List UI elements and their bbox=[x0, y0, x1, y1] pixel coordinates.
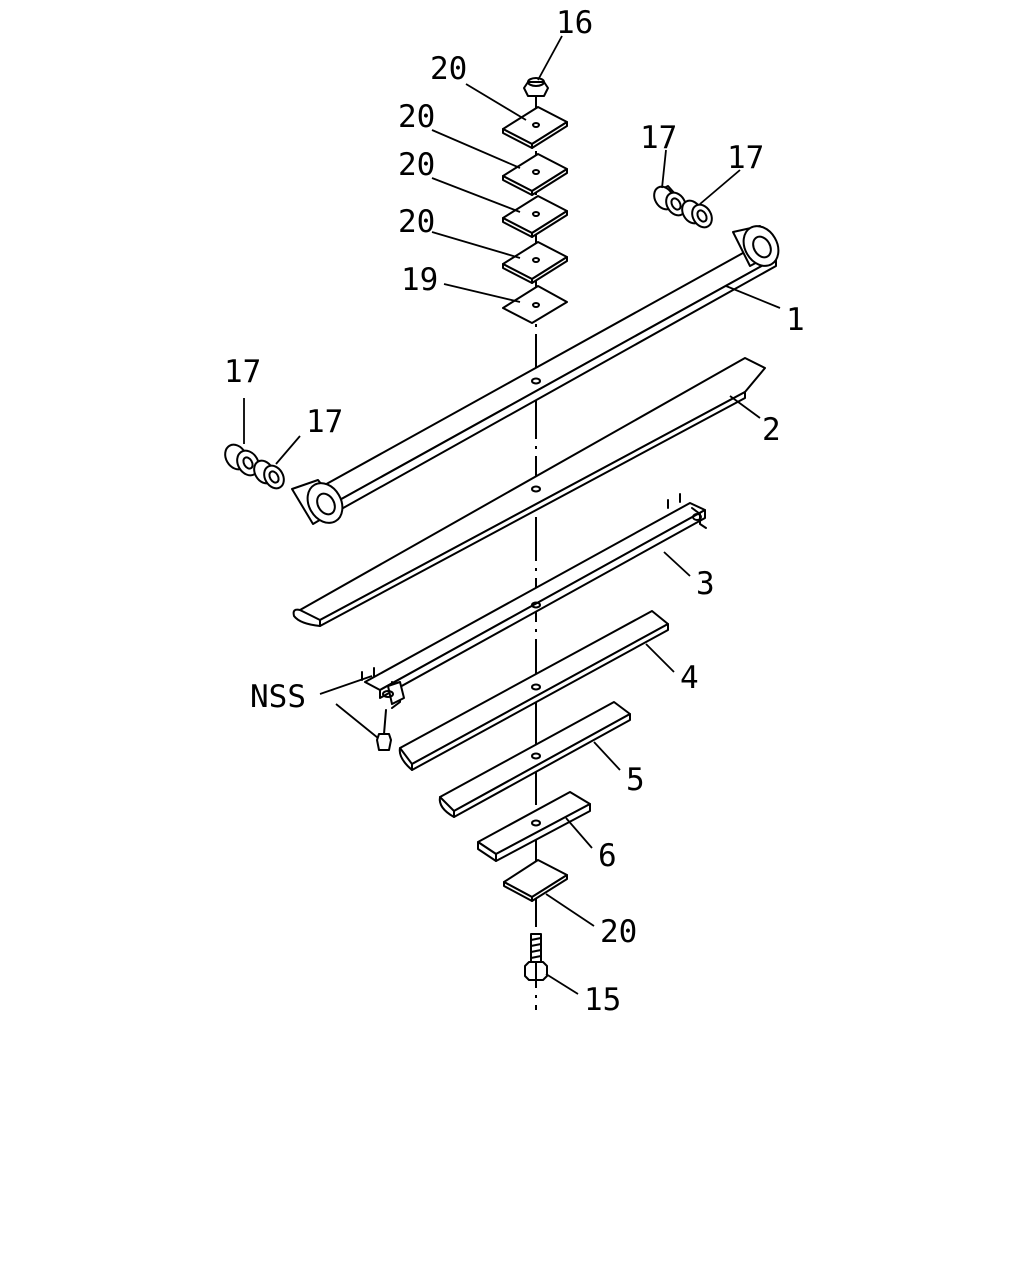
callout-6: 6 bbox=[598, 838, 617, 874]
part-20-washer-1 bbox=[502, 106, 568, 149]
callout-20: 20 bbox=[430, 51, 467, 87]
callout-4: 4 bbox=[680, 660, 699, 696]
callout-1: 1 bbox=[786, 302, 805, 338]
callout-17: 17 bbox=[306, 404, 343, 440]
part-17-bushing-left-2 bbox=[253, 459, 285, 490]
leader-lines bbox=[243, 35, 781, 995]
part-4-fourth-leaf bbox=[398, 610, 669, 771]
callout-17: 17 bbox=[640, 120, 677, 156]
part-17-bushing-top-2 bbox=[681, 199, 713, 229]
part-20-washer-3 bbox=[502, 195, 568, 238]
callout-3: 3 bbox=[696, 566, 715, 602]
callout-20: 20 bbox=[600, 914, 637, 950]
callout-20: 20 bbox=[398, 204, 435, 240]
callout-5: 5 bbox=[626, 762, 645, 798]
part-5-fifth-leaf bbox=[438, 701, 631, 818]
callout-labels: 16 20 20 20 20 19 17 17 1 17 17 2 3 4 NS… bbox=[224, 5, 805, 1018]
part-17-bushing-top-1 bbox=[653, 185, 687, 217]
callout-15: 15 bbox=[584, 982, 621, 1018]
part-6-sixth-leaf bbox=[477, 791, 591, 862]
callout-20: 20 bbox=[398, 99, 435, 135]
nss-clip-bolt bbox=[376, 709, 392, 751]
callout-nss: NSS bbox=[250, 679, 306, 715]
part-20-washer-2 bbox=[502, 153, 568, 196]
part-15-center-bolt bbox=[524, 933, 548, 981]
part-1-main-leaf bbox=[291, 225, 780, 525]
part-3-third-leaf bbox=[361, 493, 707, 709]
part-20-washer-4 bbox=[502, 241, 568, 284]
callout-19: 19 bbox=[401, 262, 438, 298]
callout-20: 20 bbox=[398, 147, 435, 183]
part-16-nut bbox=[523, 77, 549, 107]
part-2-second-leaf bbox=[292, 357, 766, 627]
callout-16: 16 bbox=[556, 5, 593, 41]
part-20-washer-bottom bbox=[503, 859, 568, 902]
callout-17: 17 bbox=[224, 354, 261, 390]
part-19-plate bbox=[502, 285, 568, 324]
callout-2: 2 bbox=[762, 412, 781, 448]
callout-17: 17 bbox=[727, 140, 764, 176]
